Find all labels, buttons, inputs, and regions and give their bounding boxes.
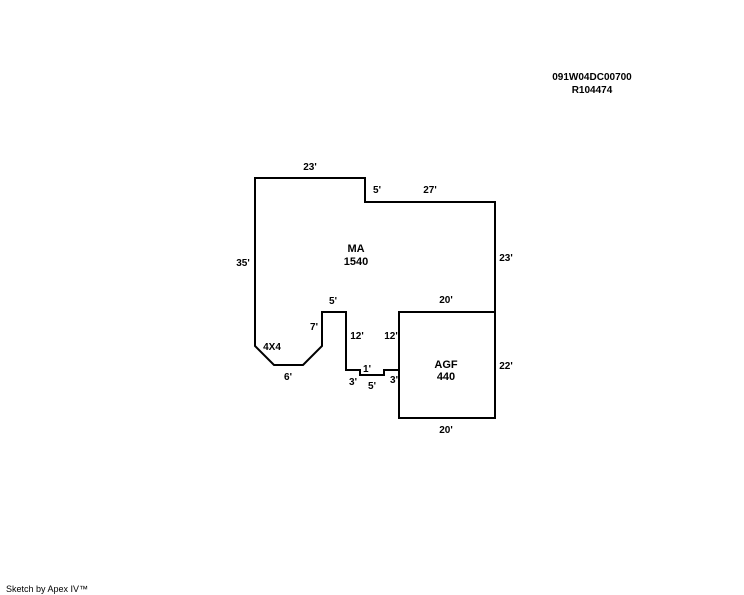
dim-top: 23' xyxy=(303,162,317,173)
main-area-size: 1540 xyxy=(344,256,368,268)
dim-bottom-chamfer: 6' xyxy=(284,372,292,383)
dim-garage-right: 22' xyxy=(499,361,513,372)
dim-garage-top: 20' xyxy=(439,295,453,306)
dim-jog-small: 1' xyxy=(363,364,371,375)
dim-notch-top: 5' xyxy=(329,296,337,307)
dim-notch-right: 12' xyxy=(350,331,364,342)
dim-garage-left: 12' xyxy=(384,331,398,342)
garage-area-size: 440 xyxy=(437,371,455,383)
main-area-outline xyxy=(254,177,496,376)
account-id: R104474 xyxy=(572,85,613,96)
dim-jog-right: 3' xyxy=(390,375,398,386)
dim-notch-left: 7' xyxy=(310,322,318,333)
garage-outline xyxy=(398,311,496,419)
dim-upper-right: 27' xyxy=(423,185,437,196)
dim-left: 35' xyxy=(236,258,250,269)
dim-jog-left: 3' xyxy=(349,377,357,388)
dim-jog-bottom: 5' xyxy=(368,381,376,392)
parcel-id: 091W04DC00700 xyxy=(552,72,632,83)
garage-area-code: AGF xyxy=(434,359,458,371)
corner-area-code: 4X4 xyxy=(263,342,281,353)
dim-step-down: 5' xyxy=(373,185,381,196)
dim-garage-bottom: 20' xyxy=(439,425,453,436)
footer-credit: Sketch by Apex IV™ xyxy=(6,584,88,594)
dim-right-main: 23' xyxy=(499,253,513,264)
main-area-code: MA xyxy=(347,243,364,255)
